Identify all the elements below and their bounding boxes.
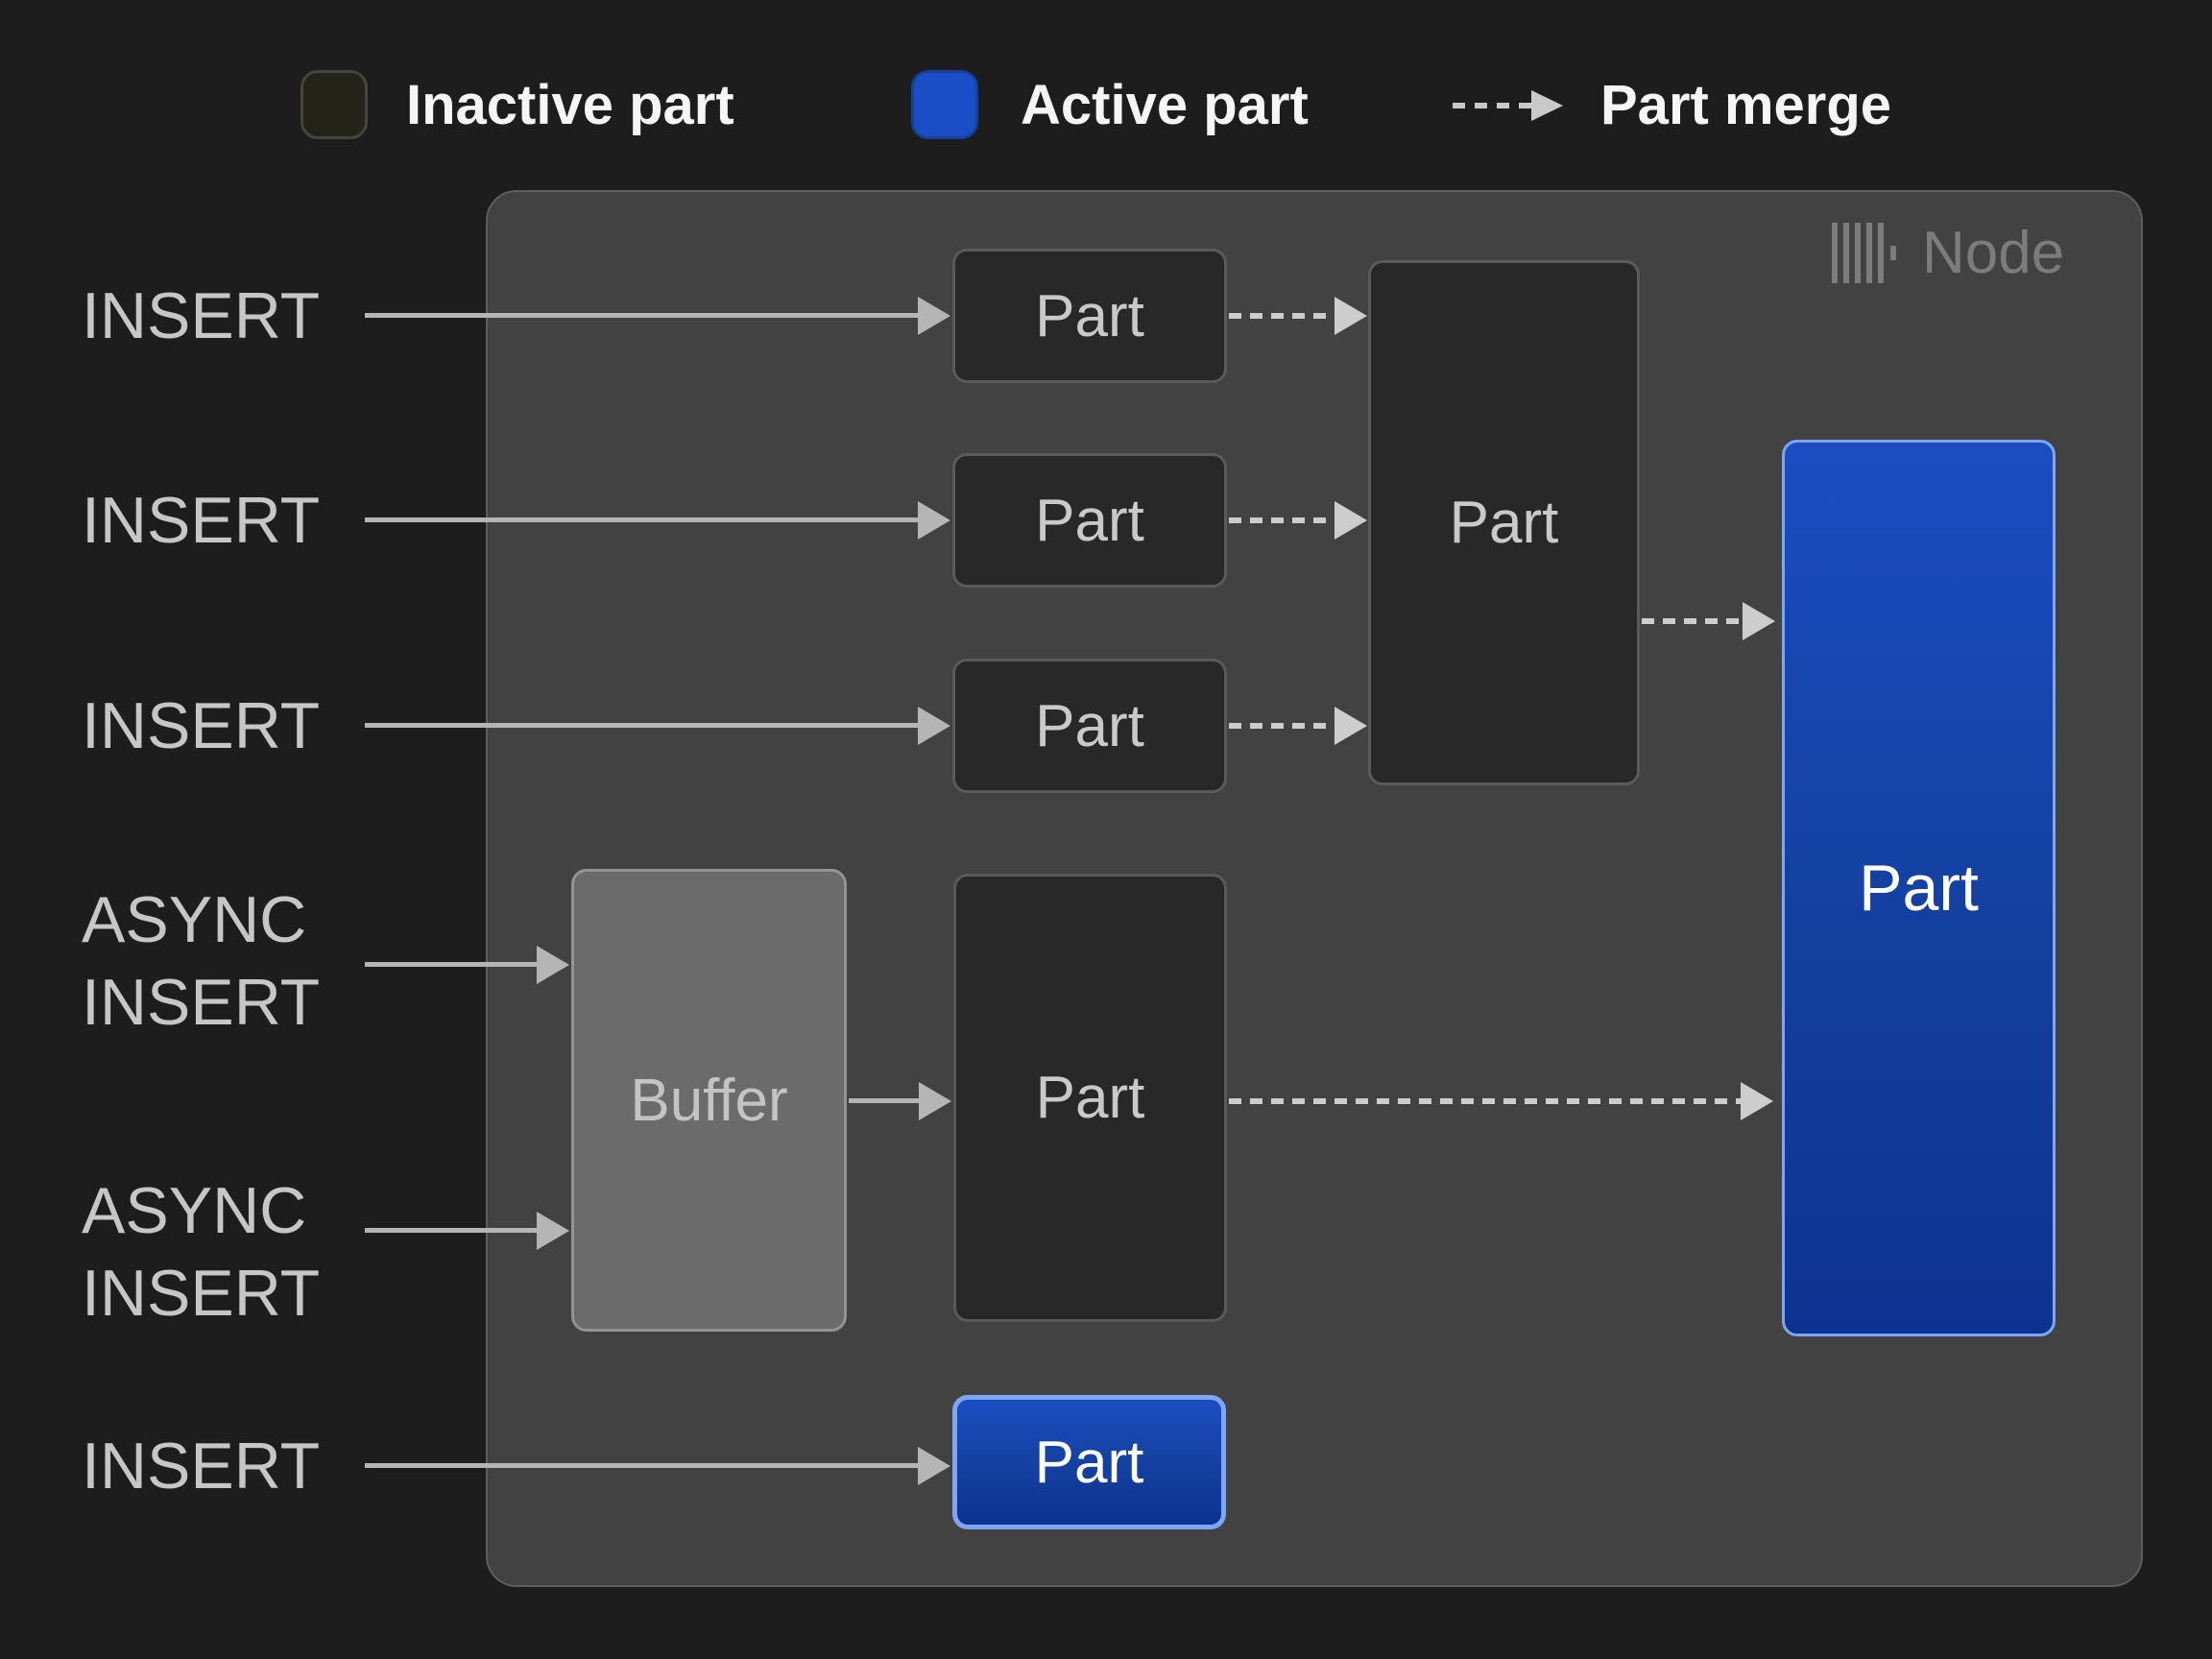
part-label: Part	[1034, 1429, 1144, 1496]
logo-bar	[1866, 223, 1872, 283]
merge-arrow-2-line	[1229, 517, 1336, 523]
async-insert-arrow-2-line	[365, 1228, 537, 1233]
legend-merge-label: Part merge	[1600, 74, 1892, 136]
part-box-inactive-1: Part	[952, 249, 1227, 383]
merge-arrow-3-head-icon	[1334, 707, 1367, 745]
part-box-inactive-3: Part	[952, 659, 1227, 793]
buffer-box: Buffer	[571, 869, 847, 1332]
async-line-1: ASYNC	[82, 883, 307, 956]
logo-bar	[1832, 223, 1838, 283]
part-label: Part	[1449, 490, 1559, 556]
logo-bar	[1855, 223, 1861, 283]
insert-arrow-3-head-icon	[918, 707, 950, 745]
part-label: Part	[1035, 692, 1144, 759]
active-part-swatch-icon	[911, 70, 978, 139]
part-box-inactive-2: Part	[952, 453, 1227, 588]
buffered-part-merge-arrow-line	[1229, 1098, 1741, 1104]
async-insert-arrow-1-line	[365, 962, 537, 967]
source-label-insert-4: INSERT	[82, 1430, 321, 1503]
buffered-part-merge-arrow-head-icon	[1741, 1082, 1773, 1120]
merge-arrow-to-active-line	[1642, 618, 1743, 624]
async-line-1: ASYNC	[82, 1174, 307, 1247]
legend-inactive-swatch	[301, 70, 368, 139]
logo-bar	[1843, 223, 1849, 283]
buffer-flush-arrow-line	[849, 1098, 919, 1103]
legend-active-swatch	[911, 70, 978, 139]
part-box-active-small: Part	[952, 1395, 1226, 1529]
insert-arrow-4-head-icon	[918, 1447, 950, 1485]
insert-arrow-2-line	[365, 517, 918, 522]
insert-arrow-2-head-icon	[918, 501, 950, 540]
source-label-insert-3: INSERT	[82, 689, 321, 762]
inactive-part-swatch-icon	[301, 70, 368, 139]
async-line-2: INSERT	[82, 1257, 321, 1330]
merge-arrow-3-line	[1229, 723, 1336, 729]
part-box-buffered: Part	[953, 874, 1227, 1322]
source-label-insert-1: INSERT	[82, 279, 321, 352]
legend-inactive-label: Inactive part	[406, 74, 734, 136]
node-title: Node	[1922, 220, 2065, 286]
merge-arrow-1-line	[1229, 313, 1336, 319]
part-label: Part	[1035, 1065, 1145, 1131]
async-line-2: INSERT	[82, 966, 321, 1039]
part-label: Part	[1035, 282, 1144, 349]
insert-arrow-1-head-icon	[918, 297, 950, 335]
part-box-merged: Part	[1368, 260, 1640, 785]
source-label-insert-2: INSERT	[82, 484, 321, 557]
source-label-async-insert-2: ASYNC INSERT	[82, 1169, 320, 1334]
source-label-async-insert-1: ASYNC INSERT	[82, 878, 320, 1044]
part-box-active-large: Part	[1782, 440, 2056, 1336]
legend-merge-arrow-icon	[1531, 90, 1563, 121]
async-insert-arrow-1-head-icon	[537, 946, 569, 984]
buffer-flush-arrow-head-icon	[919, 1082, 951, 1120]
part-label: Part	[1859, 852, 1979, 925]
merge-arrow-2-head-icon	[1334, 501, 1367, 540]
merge-arrow-to-active-head-icon	[1743, 602, 1775, 640]
buffer-label: Buffer	[630, 1067, 788, 1134]
clickhouse-logo-icon	[1832, 223, 1896, 283]
insert-arrow-1-line	[365, 313, 918, 318]
legend-merge-arrow-line	[1453, 103, 1531, 108]
legend-active-label: Active part	[1021, 74, 1309, 136]
merge-arrow-1-head-icon	[1334, 297, 1367, 335]
logo-dot	[1890, 246, 1896, 260]
insert-arrow-3-line	[365, 723, 918, 728]
insert-arrow-4-line	[365, 1463, 918, 1468]
logo-bar	[1878, 223, 1884, 283]
async-insert-arrow-2-head-icon	[537, 1212, 569, 1250]
part-label: Part	[1035, 487, 1144, 554]
